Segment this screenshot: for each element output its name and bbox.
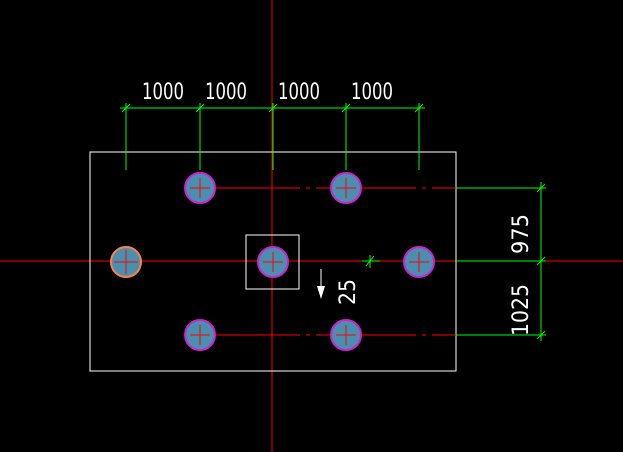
dim-offset: 25 <box>336 279 361 305</box>
dim-right-2: 1025 <box>509 284 534 336</box>
dim-top-3: 1000 <box>278 80 320 105</box>
top-dimension-chain[interactable] <box>120 103 425 170</box>
dim-top-1: 1000 <box>142 80 184 105</box>
pile-bottom-right[interactable] <box>330 319 362 351</box>
center-pile-box[interactable] <box>245 234 300 290</box>
pile-top-right[interactable] <box>330 172 362 204</box>
pile-bottom-left[interactable] <box>184 319 216 351</box>
dim-right-1: 975 <box>509 214 534 254</box>
pile-center[interactable] <box>257 246 289 278</box>
offset-arrow <box>317 269 325 299</box>
dim-top-4: 1000 <box>351 80 393 105</box>
offset-marker[interactable] <box>362 255 380 268</box>
pile-mid-right[interactable] <box>403 246 435 278</box>
right-dimension-chain[interactable] <box>456 182 546 341</box>
dim-top-2: 1000 <box>205 80 247 105</box>
pile-top-left[interactable] <box>184 172 216 204</box>
pile-mid-left[interactable] <box>110 246 142 278</box>
